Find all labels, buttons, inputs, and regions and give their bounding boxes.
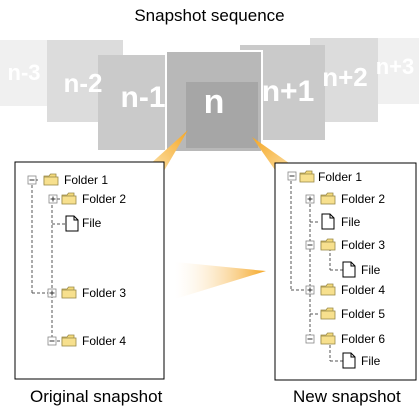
original-folder-4-toggle[interactable]: [47, 336, 57, 346]
tree-label: Folder 4: [82, 334, 126, 348]
file-icon: [342, 352, 356, 369]
original-folder-3-toggle[interactable]: [47, 288, 57, 298]
snapshot-frame-n-3: [0, 40, 56, 106]
snapshot-stack: n-3 n+3 n-2 n+2 n-1 n+1 n: [0, 38, 419, 153]
tree-label: Folder 2: [82, 192, 126, 206]
tree-label: Folder 2: [341, 192, 385, 206]
snapshot-label-n+1: n+1: [262, 75, 315, 108]
new-folder-2-toggle[interactable]: [305, 194, 315, 204]
folder-icon: [299, 170, 315, 183]
snapshot-label-n+2: n+2: [322, 62, 368, 92]
tree-label: Folder 5: [341, 307, 385, 321]
tree-label: Folder 1: [318, 170, 362, 184]
comparison-arrow-icon: [175, 262, 266, 299]
original-folder-2-toggle[interactable]: [48, 194, 58, 204]
original-snapshot-caption: Original snapshot: [30, 387, 163, 406]
file-icon: [321, 213, 335, 230]
tree-label: File: [361, 354, 381, 368]
snapshot-label-n+3: n+3: [376, 54, 415, 79]
snapshot-label-n-2: n-2: [64, 68, 103, 98]
original-folder-1-toggle[interactable]: [27, 175, 37, 185]
tree-label: Folder 4: [341, 283, 385, 297]
file-icon: [342, 261, 356, 278]
tree-label: File: [341, 215, 361, 229]
new-snapshot-caption: New snapshot: [293, 387, 401, 406]
snapshot-label-n-1: n-1: [121, 81, 166, 114]
tree-label: Folder 3: [82, 286, 126, 300]
tree-label: File: [82, 216, 102, 230]
folder-icon: [61, 334, 77, 347]
folder-icon: [61, 192, 77, 205]
tree-label: File: [361, 263, 381, 277]
new-folder-3-toggle[interactable]: [305, 240, 315, 250]
original-snapshot-panel: [14, 161, 165, 380]
snapshot-label-current: n: [204, 83, 225, 121]
file-icon: [65, 215, 79, 232]
diagram-title: Snapshot sequence: [134, 6, 285, 25]
folder-icon: [61, 286, 77, 299]
folder-icon: [320, 192, 336, 205]
tree-label: Folder 1: [64, 173, 108, 187]
folder-icon: [320, 307, 336, 320]
folder-icon: [320, 238, 336, 251]
new-folder-1-toggle[interactable]: [287, 171, 297, 181]
folder-icon: [320, 283, 336, 296]
folder-icon: [320, 332, 336, 345]
folder-icon: [43, 173, 59, 186]
new-folder-4-toggle[interactable]: [305, 285, 315, 295]
tree-label: Folder 6: [341, 332, 385, 346]
tree-label: Folder 3: [341, 238, 385, 252]
new-folder-6-toggle[interactable]: [305, 334, 315, 344]
snapshot-label-n-3: n-3: [8, 60, 41, 85]
snapshot-frame-current-inner: [186, 82, 258, 148]
